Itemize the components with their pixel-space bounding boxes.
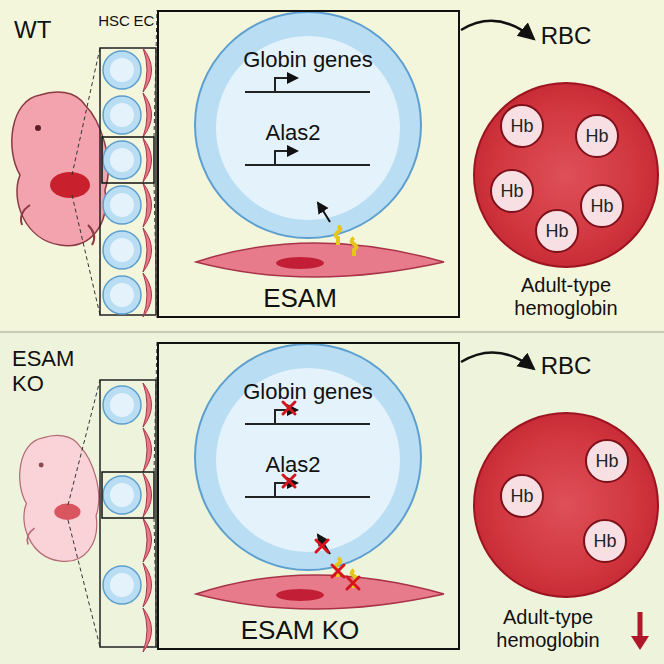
red-blood-cell: RBCHbHbHbHbHb <box>473 82 659 268</box>
hemoglobin-label: Hb <box>545 221 568 242</box>
hsc-cell <box>103 231 141 269</box>
gene-label: Globin genes <box>243 47 373 72</box>
hemoglobin-circle: Hb <box>500 104 544 148</box>
hemoglobin-label: Hb <box>593 531 616 552</box>
cell-label: RBC <box>541 352 592 380</box>
endothelial-cell <box>143 93 152 137</box>
hsc-cell <box>103 276 141 314</box>
zoom-box: Globin genesAlas2ESAM KO <box>157 342 460 650</box>
hemoglobin-label: Hb <box>510 486 533 507</box>
panel-label: ESAM KO <box>12 346 82 397</box>
hemoglobin-circle: Hb <box>490 169 534 213</box>
endothelial-cell <box>143 228 152 272</box>
endothelial-cell <box>143 273 152 317</box>
hsc-cell <box>103 186 141 224</box>
endothelial-cell <box>143 183 152 227</box>
hsc-cell <box>103 51 141 89</box>
hsc-nucleus <box>110 283 134 307</box>
hemoglobin-label: Hb <box>510 116 533 137</box>
hemoglobin-circle: Hb <box>580 184 624 228</box>
hemoglobin-circle: Hb <box>575 114 619 158</box>
hsc-cell <box>103 141 141 179</box>
hsc-cell <box>103 96 141 134</box>
hsc-cell <box>103 386 141 424</box>
endothelial-cell <box>143 518 152 562</box>
cell-label: RBC <box>541 22 592 50</box>
hsc-nucleus <box>110 573 134 597</box>
hemoglobin-label: Hb <box>500 181 523 202</box>
gene-label: Alas2 <box>265 120 320 145</box>
hemoglobin-circle: Hb <box>535 209 579 253</box>
annotation-label: HSC <box>98 12 130 29</box>
hsc-cell <box>103 566 141 604</box>
hsc-nucleus <box>110 58 134 82</box>
endothelial-cell <box>143 563 152 607</box>
hsc-nucleus <box>110 393 134 417</box>
hemoglobin-circle: Hb <box>585 439 629 483</box>
annotation-label: Adult-type hemoglobin <box>501 274 631 320</box>
annotation-label: EC <box>134 12 155 29</box>
protein-label: ESAM KO <box>241 616 359 646</box>
endothelial-cell <box>143 608 152 652</box>
hemoglobin-circle: Hb <box>500 474 544 518</box>
red-blood-cell: RBCHbHbHb <box>473 412 659 598</box>
endothelial-cell <box>143 383 152 427</box>
zoom-box: Globin genesAlas2ESAM <box>157 10 460 318</box>
protein-label: ESAM <box>263 284 337 314</box>
hsc-nucleus <box>110 483 134 507</box>
hemoglobin-label: Hb <box>595 451 618 472</box>
hemoglobin-label: Hb <box>590 196 613 217</box>
hsc-nucleus <box>110 238 134 262</box>
panel-label: WT <box>14 16 51 44</box>
hemoglobin-circle: Hb <box>583 519 627 563</box>
endothelial-cell <box>143 48 152 92</box>
curved-arrow <box>461 21 534 39</box>
annotation-label: Adult-type hemoglobin <box>488 606 608 652</box>
curved-arrow <box>461 352 534 368</box>
endothelial-cell <box>143 428 152 472</box>
hsc-nucleus <box>110 103 134 127</box>
hsc-nucleus <box>110 148 134 172</box>
hemoglobin-label: Hb <box>585 126 608 147</box>
endothelial-cell <box>143 138 152 182</box>
gene-label: Globin genes <box>243 379 373 404</box>
hsc-cell <box>103 476 141 514</box>
hsc-nucleus <box>110 193 134 217</box>
endothelial-cell <box>143 473 152 517</box>
gene-label: Alas2 <box>265 452 320 477</box>
